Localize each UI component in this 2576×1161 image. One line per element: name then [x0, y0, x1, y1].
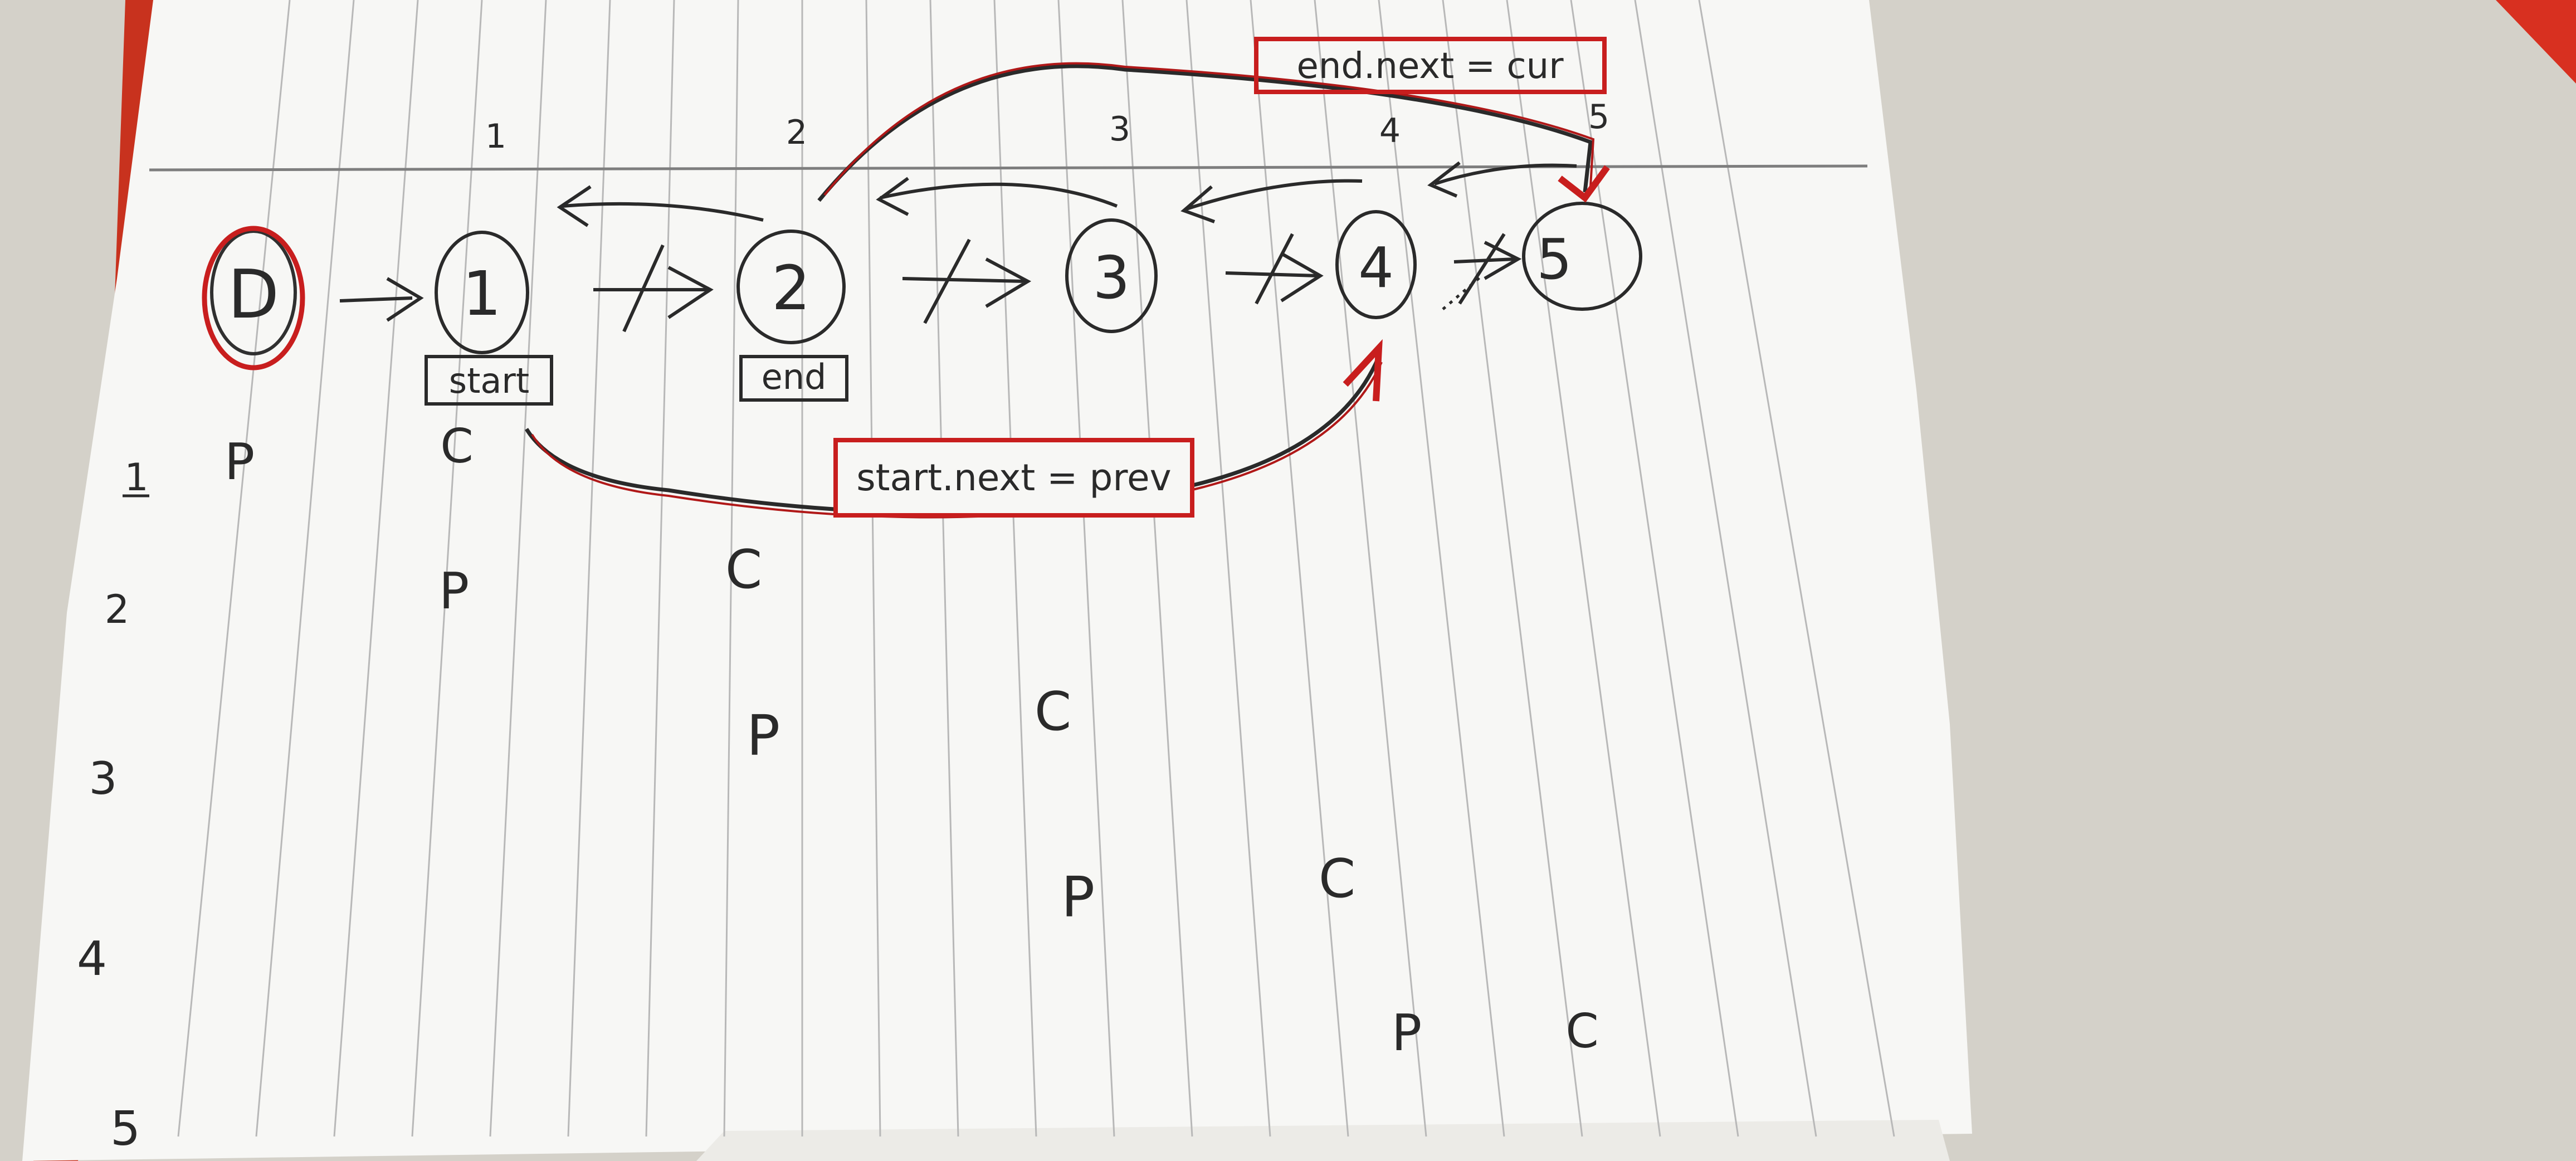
end-next-note-text: end.next = cur — [1296, 46, 1564, 87]
node-5-label: 5 — [1536, 227, 1572, 292]
end-next-note-box — [1254, 37, 1607, 94]
step-number-1: 1 — [124, 456, 148, 500]
node-2-label: 2 — [772, 252, 811, 324]
node-4-circle — [1335, 210, 1417, 319]
back-arrow-2-to-1 — [557, 185, 764, 227]
rule-line — [1185, 0, 1271, 1137]
rule-line — [1314, 0, 1427, 1137]
step-2-c: C — [725, 539, 762, 601]
end-tag-box — [739, 355, 848, 402]
node-5-circle — [1522, 202, 1642, 311]
step-4-p: P — [1061, 865, 1095, 930]
node-d-label: D — [228, 256, 279, 334]
rule-line — [1634, 0, 1817, 1137]
rule-line — [1698, 0, 1895, 1137]
start-next-arrowhead — [1343, 339, 1383, 402]
rule-line — [333, 0, 419, 1137]
rule-line — [411, 0, 483, 1137]
end-next-arrow — [817, 64, 1593, 202]
step-number-3: 3 — [89, 753, 118, 804]
node-1-label: 1 — [462, 258, 501, 329]
start-tag-box — [425, 355, 553, 406]
step-5-c: C — [1565, 1004, 1598, 1059]
node-1-circle — [435, 231, 529, 354]
rule-line — [1121, 0, 1193, 1137]
header-number-2: 2 — [786, 113, 807, 152]
top-margin-line — [149, 164, 1868, 172]
notebook-page — [22, 0, 1972, 1161]
step-1-p: P — [225, 433, 255, 491]
header-number-3: 3 — [1109, 110, 1130, 149]
rule-line — [177, 0, 291, 1137]
crossed-arrow-4-5 — [1453, 233, 1522, 305]
end-next-arrowhead — [1558, 165, 1610, 203]
step-1-c: C — [440, 419, 473, 474]
crossed-arrow-3-4 — [1225, 233, 1324, 305]
rule-line — [993, 0, 1037, 1137]
crossed-arrow-2-3 — [902, 238, 1032, 324]
node-d-red-highlight — [202, 226, 305, 370]
next-page-edge — [696, 1120, 1950, 1161]
rule-line — [1570, 0, 1739, 1137]
rule-line — [489, 0, 547, 1137]
rule-line — [645, 0, 675, 1137]
arrow-d-to-1 — [339, 277, 424, 322]
step-number-5: 5 — [110, 1101, 140, 1157]
red-object-corner — [2496, 0, 2576, 84]
rule-line — [255, 0, 355, 1137]
rule-line — [1378, 0, 1505, 1137]
step-3-c: C — [1035, 681, 1071, 743]
header-number-5: 5 — [1588, 97, 1609, 136]
rule-line — [1057, 0, 1115, 1137]
step-number-4: 4 — [77, 931, 107, 987]
node-d-circle — [210, 230, 297, 355]
step-5-p: P — [1392, 1004, 1422, 1062]
start-tag-label: start — [449, 360, 529, 401]
step-4-c: C — [1319, 848, 1355, 910]
header-number-1: 1 — [485, 117, 506, 156]
rule-line — [865, 0, 881, 1137]
header-number-4: 4 — [1379, 111, 1401, 150]
start-next-note-box — [833, 438, 1194, 518]
node-4-label: 4 — [1358, 235, 1394, 300]
start-next-note-text: start.next = prev — [856, 456, 1171, 499]
end-next-arrow-red — [823, 62, 1595, 196]
step-2-p: P — [439, 562, 469, 621]
step-number-2: 2 — [105, 587, 130, 632]
end-tag-label: end — [762, 357, 827, 397]
back-arrow-3-to-2 — [876, 177, 1118, 216]
crossed-arrow-1-2 — [593, 244, 714, 333]
back-arrow-4-to-3 — [1180, 179, 1363, 223]
rule-line — [1506, 0, 1661, 1137]
rule-line — [567, 0, 611, 1137]
node-3-circle — [1065, 218, 1158, 333]
back-arrow-5-to-4 — [1427, 161, 1577, 198]
node-3-label: 3 — [1093, 244, 1130, 312]
step-3-p: P — [747, 703, 780, 768]
rule-line — [723, 0, 739, 1137]
page-rule-lines — [177, 0, 1895, 1137]
node-2-circle — [736, 230, 846, 344]
rule-line — [1442, 0, 1583, 1137]
